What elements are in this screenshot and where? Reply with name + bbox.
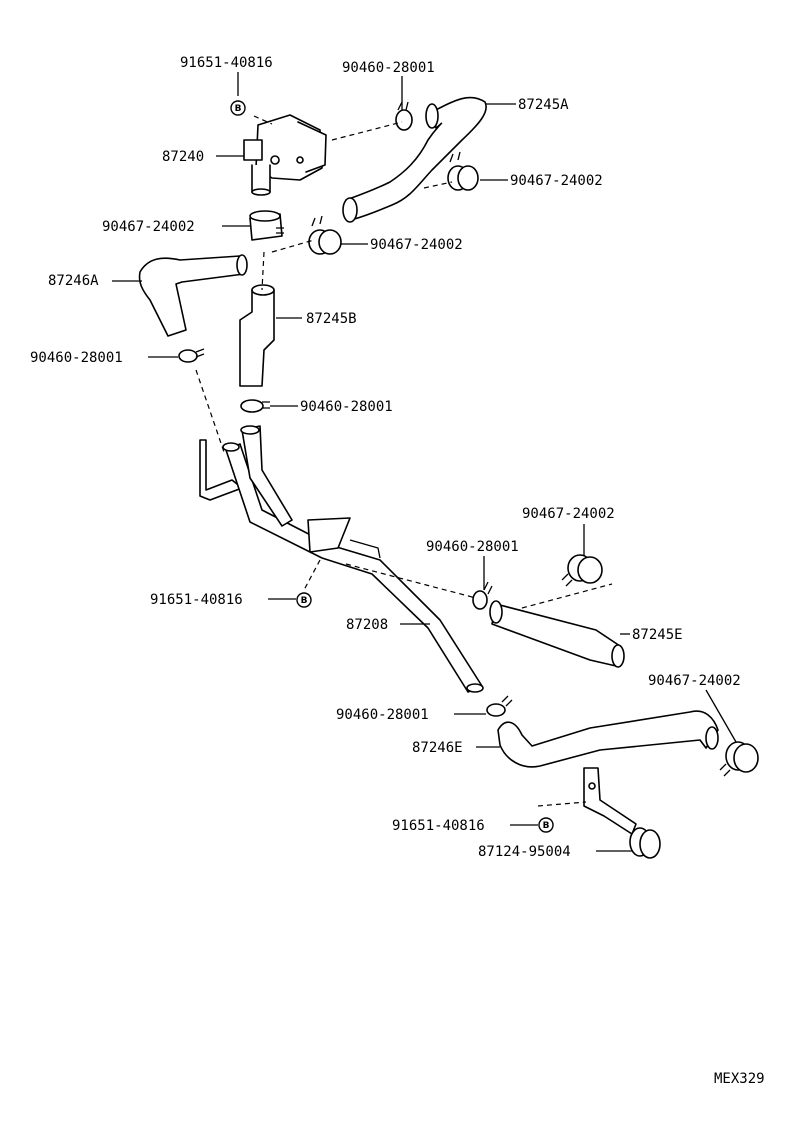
- diagram-id: MEX329: [714, 1071, 765, 1087]
- label-hose-87245B: 87245B: [306, 311, 357, 327]
- label-clamp-lower: 90460-28001: [336, 707, 429, 723]
- bolt-marker-bracket: B: [538, 817, 554, 833]
- clamp-top: [395, 101, 413, 131]
- clip-middle: [308, 215, 342, 255]
- clip-right-mid: [561, 554, 603, 587]
- bolt-marker-pipe: B: [296, 592, 312, 608]
- hose-87245A: [342, 96, 487, 223]
- svg-text:B: B: [301, 596, 308, 606]
- clamp-left: [178, 348, 205, 363]
- hose-87246A: [138, 254, 248, 337]
- label-hose-87245E: 87245E: [632, 627, 683, 643]
- label-bracket-bolt: 91651-40816: [392, 818, 485, 834]
- clamp-center: [240, 399, 270, 413]
- label-clamp-top: 90460-28001: [342, 60, 435, 76]
- label-valve-bolt: 91651-40816: [180, 55, 273, 71]
- clamp-lower: [486, 695, 513, 717]
- label-clamp-center: 90460-28001: [300, 399, 393, 415]
- label-clip-middle: 90467-24002: [370, 237, 463, 253]
- clip-right-top: [447, 151, 479, 191]
- hose-87246E: [497, 710, 719, 768]
- dashed-connection-lines: [195, 115, 613, 807]
- svg-text:B: B: [235, 104, 242, 114]
- label-hose-87245A: 87245A: [518, 97, 569, 113]
- label-bracket: 87124-95004: [478, 844, 571, 860]
- label-valve: 87240: [162, 149, 204, 165]
- valve-87240: [243, 114, 327, 196]
- label-clamp-left: 90460-28001: [30, 350, 123, 366]
- bolt-marker-valve: B: [230, 100, 246, 116]
- clip-under-valve: [249, 210, 284, 241]
- label-clip-right-mid: 90467-24002: [522, 506, 615, 522]
- label-hose-87246E: 87246E: [412, 740, 463, 756]
- label-clamp-right-mid: 90460-28001: [426, 539, 519, 555]
- label-clip-right-top: 90467-24002: [510, 173, 603, 189]
- hose-87245E: [489, 600, 625, 668]
- clamp-right-mid: [472, 581, 493, 610]
- label-pipe-bolt: 91651-40816: [150, 592, 243, 608]
- clip-lower-right: [719, 741, 759, 777]
- bracket-87124-95004: [583, 767, 661, 859]
- part-labels: 91651-40816 90460-28001 87245A 87240 904…: [30, 55, 765, 1087]
- label-hose-87246A: 87246A: [48, 273, 99, 289]
- label-clip-lower-right: 90467-24002: [648, 673, 741, 689]
- label-pipe: 87208: [346, 617, 388, 633]
- label-clip-under-valve: 90467-24002: [102, 219, 195, 235]
- svg-text:B: B: [543, 821, 550, 831]
- leader-lines: [112, 72, 737, 852]
- pipe-87208: [199, 425, 484, 693]
- hose-87245B: [239, 284, 275, 387]
